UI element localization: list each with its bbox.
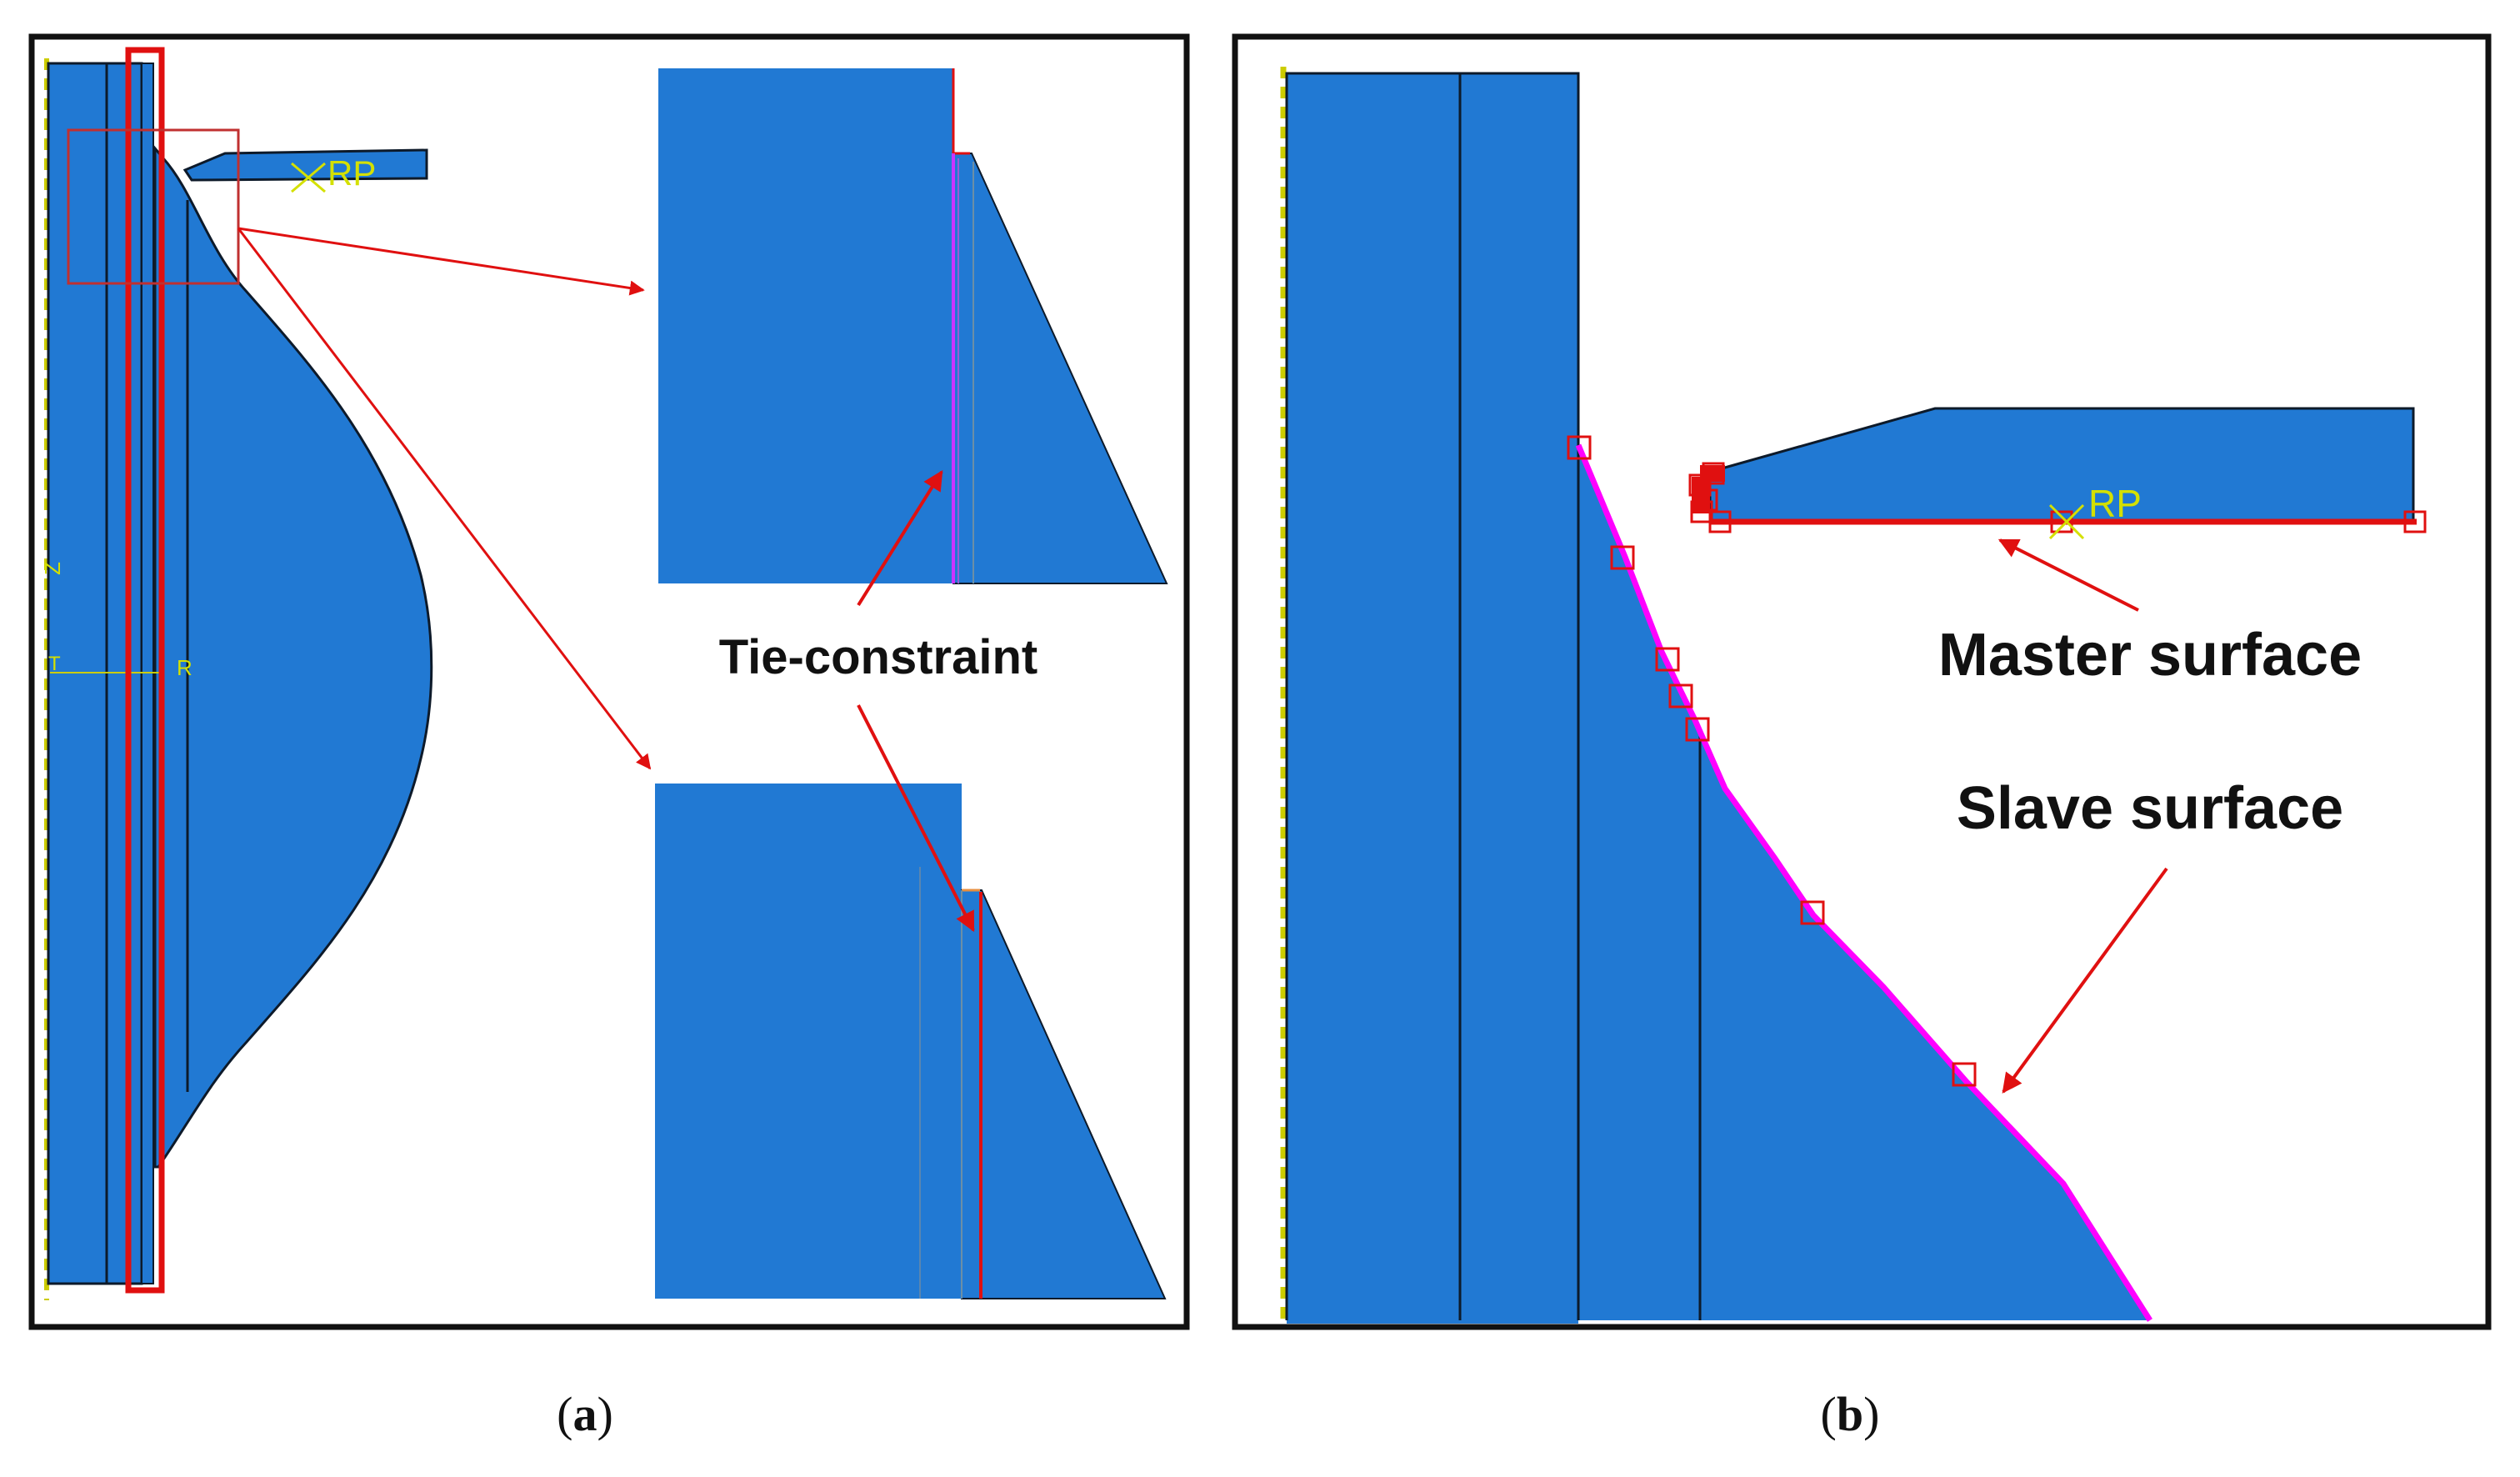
panel-a-reference-point-label: RP [328, 153, 376, 193]
panel-a-punch [182, 148, 428, 182]
panel-b-master-arrow [1998, 538, 2139, 612]
panel-a-zoom-arrow-upper [238, 227, 645, 296]
panel-b-slave-node-markers [1567, 435, 1977, 1087]
panel-b-master-node-cluster [1692, 465, 1725, 513]
panel-a-axis-label-t: T [48, 653, 61, 675]
panel-a-axis-label-r: R [177, 655, 192, 680]
slave-node-marker [1668, 683, 1693, 708]
panel-a-tie-arrow-down [857, 704, 975, 933]
slave-node-marker [1567, 435, 1592, 460]
panel-a: RP Z T R Tie [28, 33, 1190, 1441]
panel-b-reference-point-label: RP [2088, 482, 2142, 525]
panel-a-zoom-region-box [67, 128, 240, 285]
panel-b-bulge-die [1578, 445, 2150, 1320]
panel-b-slave-surface-label: Slave surface [1957, 775, 2343, 842]
panel-a-zoom-inset-lower [655, 784, 1167, 1299]
panel-a-zoom-inset-upper [658, 68, 1168, 584]
panel-a-tie-constraint-label: Tie-constraint [719, 630, 1038, 684]
panel-b-caption: (b) [1821, 1387, 1880, 1441]
master-node-marker [1708, 510, 1732, 533]
panel-a-inset-lower-block [655, 784, 962, 1299]
slave-node-marker [1655, 647, 1680, 672]
slave-node-marker [1685, 717, 1710, 742]
panel-a-bulge-die [153, 144, 433, 1169]
panel-b-roller-strip-2 [1460, 73, 1578, 1324]
panel-b-slave-surface-line [1575, 443, 2152, 1322]
master-node-marker [2050, 510, 2073, 533]
panel-b-reference-point-marker [2048, 503, 2085, 540]
slave-node-marker [1800, 900, 1825, 925]
panel-b: RP Master surface Slave surface (b) [1232, 33, 2492, 1441]
panel-b-assembly-outline [1285, 72, 1462, 1320]
panel-a-tie-arrow-up [857, 469, 943, 607]
master-node-marker [2403, 510, 2427, 533]
panel-b-strip-2-outline [1460, 72, 1580, 1320]
panel-b-caption-letter: b [1837, 1387, 1863, 1441]
panel-a-tie-highlight-box [125, 47, 165, 1294]
panel-a-reference-point-marker [291, 162, 326, 193]
panel-a-zoom-arrow-lower [237, 228, 652, 770]
panel-a-caption: (a) [557, 1387, 613, 1441]
panel-b-master-surface-label: Master surface [1938, 622, 2362, 688]
panel-b-assembly [1285, 72, 2152, 1324]
panel-b-slave-arrow [2002, 867, 2168, 1094]
panel-a-caption-letter: a [573, 1387, 598, 1441]
panel-a-inset-upper-block [658, 68, 953, 583]
slave-node-marker [1610, 545, 1635, 570]
slave-node-marker [1952, 1062, 1977, 1087]
panel-b-roller-strip-1 [1287, 73, 1460, 1324]
panel-a-axis-label-z: Z [40, 562, 65, 575]
